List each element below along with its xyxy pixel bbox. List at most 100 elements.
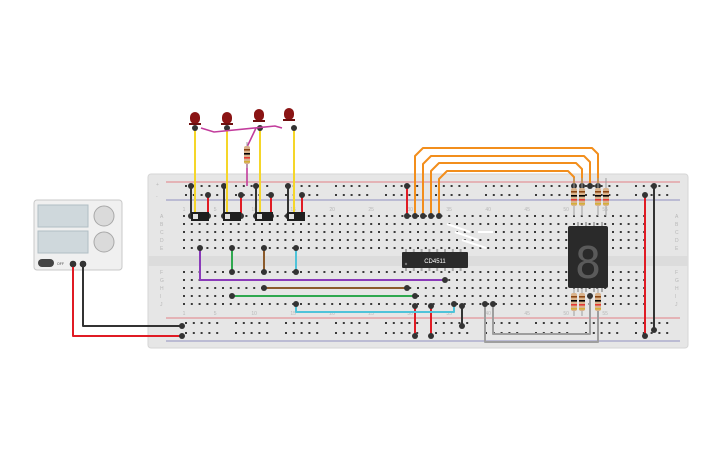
breadboard-hole[interactable]: [526, 287, 529, 289]
rail-hole[interactable]: [585, 185, 587, 187]
breadboard-hole[interactable]: [565, 303, 568, 305]
breadboard-hole[interactable]: [276, 215, 279, 217]
breadboard-hole[interactable]: [331, 223, 334, 225]
breadboard-hole[interactable]: [557, 279, 560, 281]
breadboard-hole[interactable]: [315, 271, 318, 273]
breadboard-hole[interactable]: [214, 239, 217, 241]
breadboard-hole[interactable]: [409, 271, 412, 273]
breadboard-hole[interactable]: [619, 239, 622, 241]
breadboard-hole[interactable]: [323, 215, 326, 217]
breadboard-hole[interactable]: [534, 231, 536, 233]
rail-hole[interactable]: [316, 322, 319, 324]
rail-hole[interactable]: [416, 194, 419, 196]
breadboard-hole[interactable]: [409, 287, 412, 289]
breadboard-hole[interactable]: [276, 247, 279, 249]
breadboard-hole[interactable]: [300, 231, 302, 233]
breadboard-hole[interactable]: [526, 295, 529, 297]
breadboard-hole[interactable]: [448, 279, 451, 281]
breadboard-hole[interactable]: [237, 271, 240, 273]
rail-hole[interactable]: [308, 185, 311, 187]
breadboard-hole[interactable]: [214, 215, 217, 217]
cd4511-chip[interactable]: CD4511: [402, 252, 468, 268]
breadboard-hole[interactable]: [253, 287, 256, 289]
breadboard-hole[interactable]: [339, 215, 341, 217]
breadboard-hole[interactable]: [323, 271, 326, 273]
breadboard-hole[interactable]: [198, 303, 201, 305]
breadboard-hole[interactable]: [510, 247, 513, 249]
rail-hole[interactable]: [250, 322, 253, 324]
breadboard-hole[interactable]: [502, 295, 505, 297]
breadboard-hole[interactable]: [378, 215, 380, 217]
rail-hole[interactable]: [466, 185, 469, 187]
breadboard-hole[interactable]: [183, 247, 185, 249]
rail-hole[interactable]: [185, 194, 187, 196]
breadboard-hole[interactable]: [385, 247, 388, 249]
breadboard-hole[interactable]: [222, 295, 224, 297]
breadboard-hole[interactable]: [448, 215, 451, 217]
breadboard-hole[interactable]: [417, 271, 419, 273]
rail-hole[interactable]: [592, 185, 595, 187]
rail-hole[interactable]: [208, 322, 211, 324]
breadboard-hole[interactable]: [518, 279, 521, 281]
breadboard-hole[interactable]: [253, 239, 256, 241]
breadboard-hole[interactable]: [362, 303, 365, 305]
rail-hole[interactable]: [508, 185, 511, 187]
short-jumper-wire[interactable]: [454, 231, 479, 241]
breadboard-hole[interactable]: [346, 223, 349, 225]
wire-endpoint[interactable]: [261, 269, 267, 275]
breadboard-hole[interactable]: [339, 223, 341, 225]
breadboard-hole[interactable]: [619, 223, 622, 225]
breadboard-hole[interactable]: [284, 231, 287, 233]
slide-switch[interactable]: [255, 212, 273, 221]
breadboard-hole[interactable]: [487, 223, 490, 225]
rail-hole[interactable]: [516, 194, 519, 196]
breadboard-hole[interactable]: [370, 247, 373, 249]
rail-hole[interactable]: [516, 185, 519, 187]
breadboard-hole[interactable]: [401, 271, 404, 273]
breadboard-hole[interactable]: [214, 287, 217, 289]
breadboard-hole[interactable]: [518, 247, 521, 249]
breadboard-hole[interactable]: [292, 231, 295, 233]
breadboard-hole[interactable]: [604, 223, 607, 225]
breadboard-hole[interactable]: [222, 247, 224, 249]
rail-hole[interactable]: [266, 185, 269, 187]
breadboard-hole[interactable]: [495, 287, 497, 289]
breadboard-hole[interactable]: [627, 223, 630, 225]
breadboard-hole[interactable]: [549, 247, 552, 249]
rail-hole[interactable]: [642, 332, 645, 334]
rail-hole[interactable]: [358, 322, 361, 324]
breadboard-hole[interactable]: [385, 215, 388, 217]
breadboard-hole[interactable]: [198, 295, 201, 297]
rail-hole[interactable]: [450, 194, 453, 196]
breadboard-hole[interactable]: [534, 287, 536, 289]
breadboard-hole[interactable]: [619, 247, 622, 249]
breadboard-hole[interactable]: [541, 295, 544, 297]
breadboard-hole[interactable]: [635, 295, 638, 297]
breadboard-hole[interactable]: [354, 215, 357, 217]
rail-hole[interactable]: [600, 322, 603, 324]
rail-hole[interactable]: [366, 332, 369, 334]
breadboard-hole[interactable]: [440, 223, 443, 225]
breadboard-hole[interactable]: [471, 287, 474, 289]
breadboard-hole[interactable]: [378, 303, 380, 305]
led-cathode-bus[interactable]: [200, 125, 283, 133]
rail-hole[interactable]: [408, 332, 411, 334]
breadboard-hole[interactable]: [198, 231, 201, 233]
breadboard-hole[interactable]: [393, 271, 396, 273]
breadboard-hole[interactable]: [635, 215, 638, 217]
breadboard-hole[interactable]: [183, 287, 185, 289]
breadboard-hole[interactable]: [354, 247, 357, 249]
wire-endpoint[interactable]: [299, 192, 305, 198]
breadboard-hole[interactable]: [510, 303, 513, 305]
segment-resistor[interactable]: [571, 288, 577, 316]
wire-endpoint[interactable]: [285, 183, 291, 189]
breadboard-hole[interactable]: [417, 239, 419, 241]
breadboard-hole[interactable]: [448, 287, 451, 289]
breadboard-hole[interactable]: [401, 215, 404, 217]
breadboard-hole[interactable]: [534, 247, 536, 249]
rail-hole[interactable]: [366, 194, 369, 196]
breadboard-hole[interactable]: [565, 231, 568, 233]
wire-endpoint[interactable]: [420, 213, 426, 219]
rail-hole[interactable]: [292, 322, 295, 324]
rail-hole[interactable]: [335, 185, 337, 187]
